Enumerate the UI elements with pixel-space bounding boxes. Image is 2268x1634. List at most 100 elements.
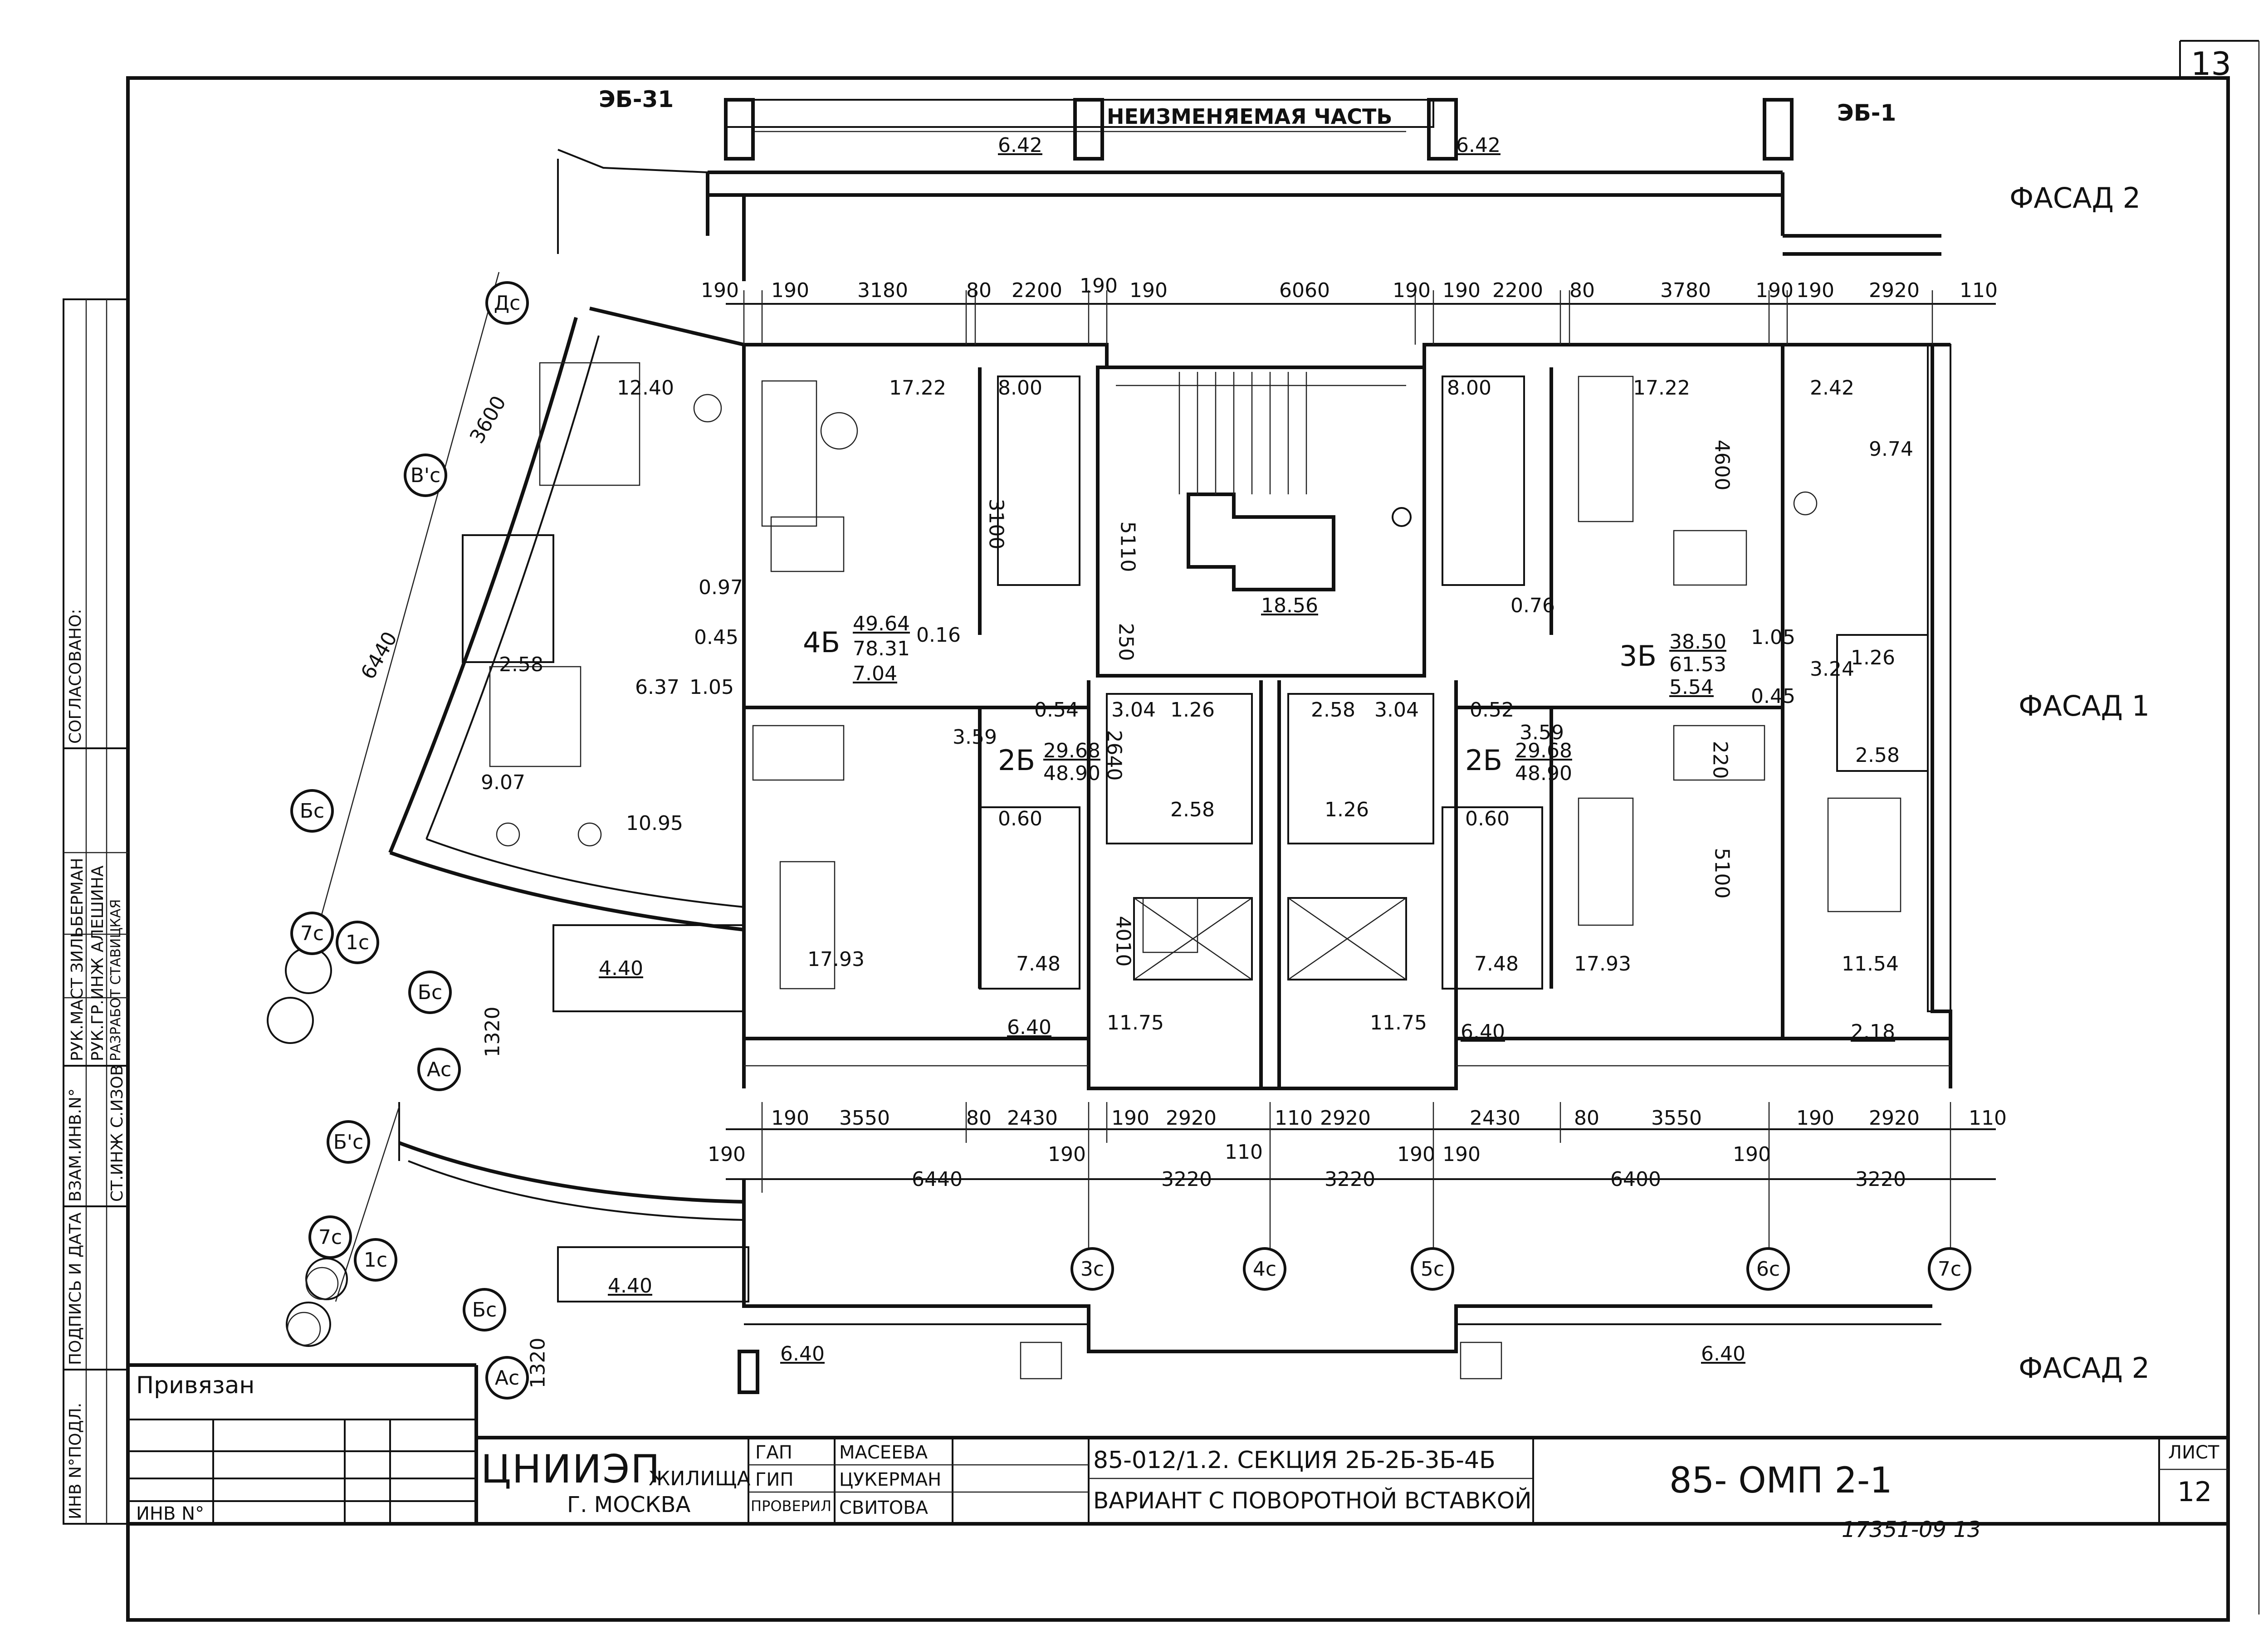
room-area: 0.45 xyxy=(694,626,738,649)
apartment-type: 3Б xyxy=(1619,639,1657,673)
fragment-right-label: ЭБ-1 xyxy=(1837,100,1897,126)
room-area: 2.18 xyxy=(1851,1020,1895,1044)
room-area: 6.40 xyxy=(1007,1016,1051,1039)
apartment-total-area: 61.53 xyxy=(1669,653,1726,676)
role-label: ПРОВЕРИЛ xyxy=(751,1497,832,1515)
room-area: 17.22 xyxy=(1633,376,1690,400)
axis-marker: Дс xyxy=(485,281,529,325)
dim-top: 190 xyxy=(771,279,809,302)
dim-top: 80 xyxy=(1569,279,1595,302)
axis-marker: Ас xyxy=(485,1356,529,1400)
apartment-extra-area: 7.04 xyxy=(853,662,897,685)
facade-1: ФАСАД 1 xyxy=(2019,689,2150,722)
axis-marker: Бс xyxy=(290,789,334,833)
room-area: 3.04 xyxy=(1374,698,1419,722)
dim-bottom: 2430 xyxy=(1007,1107,1058,1130)
apartment-living-area: 49.64 xyxy=(853,612,910,635)
apartment-total-area: 78.31 xyxy=(853,637,910,660)
person-name: СВИТОВА xyxy=(839,1497,929,1518)
room-area: 0.60 xyxy=(998,807,1042,830)
inv-no-label: ИНВ N° xyxy=(136,1503,205,1524)
room-area: 7.48 xyxy=(1016,952,1061,976)
axis-marker: 7с xyxy=(290,912,334,955)
axis-marker: Бс xyxy=(463,1288,506,1332)
dim-top: 110 xyxy=(1960,279,1998,302)
room-area: 17.22 xyxy=(889,376,946,400)
dim-bottom2: 190 xyxy=(1733,1143,1771,1166)
dim-4010: 4010 xyxy=(1111,916,1135,967)
dim-top: 190 xyxy=(1442,279,1481,302)
drawing-code: 85- ОМП 2-1 xyxy=(1669,1460,1892,1501)
room-area: 6.40 xyxy=(1461,1020,1505,1044)
room-area: 2.58 xyxy=(1855,744,1900,767)
org-sub: ЖИЛИЩА xyxy=(649,1467,751,1490)
dim-bottom2: 190 xyxy=(1048,1143,1086,1166)
room-area: 6.40 xyxy=(780,1342,825,1366)
side-approved: СОГЛАСОВАНО: xyxy=(66,609,85,744)
dim-top: 190 xyxy=(1080,274,1118,298)
dim-top: 3180 xyxy=(857,279,908,302)
dim-bottom2: 190 xyxy=(1397,1143,1435,1166)
org-city: Г. МОСКВА xyxy=(567,1492,691,1517)
dim-top: 3780 xyxy=(1660,279,1711,302)
room-area: 4.40 xyxy=(599,957,643,980)
dim-bottom2: 110 xyxy=(1225,1141,1263,1164)
dim-top: 2200 xyxy=(1492,279,1543,302)
room-area: 17.93 xyxy=(1574,952,1631,976)
fixed-part-label: НЕИЗМЕНЯЕМАЯ ЧАСТЬ xyxy=(1107,104,1393,129)
title-block-grid xyxy=(128,1363,2228,1526)
apartment-total-area: 48.90 xyxy=(1515,762,1572,785)
dim-bottom: 3550 xyxy=(1651,1107,1702,1130)
apartment-living-area: 29.68 xyxy=(1043,739,1100,762)
side-stamp-col: ВЗАМ.ИНВ.N° xyxy=(66,1088,85,1202)
dim-top: 80 xyxy=(966,279,992,302)
dim-top: 190 xyxy=(1393,279,1431,302)
room-area: 0.16 xyxy=(916,624,961,647)
axis-marker: В'с xyxy=(404,454,447,497)
room-area: 4.40 xyxy=(608,1274,652,1297)
side-stamp-row: РУК.МАСТ ЗИЛЬБЕРМАН xyxy=(68,858,87,1061)
room-area: 3.04 xyxy=(1111,698,1156,722)
dim-bottom2: 190 xyxy=(1442,1143,1481,1166)
dim-top: 2200 xyxy=(1012,279,1062,302)
axis-marker: Б'с xyxy=(327,1120,370,1164)
area-label: 6.42 xyxy=(998,134,1042,157)
room-area: 0.76 xyxy=(1510,594,1555,617)
facade-2-top: ФАСАД 2 xyxy=(2009,181,2141,215)
sheet-label: ЛИСТ xyxy=(2168,1442,2219,1463)
room-area: 8.00 xyxy=(1447,376,1491,400)
room-area: 3.24 xyxy=(1810,658,1854,681)
page-number: 13 xyxy=(2191,45,2232,83)
apartment-living-area: 29.68 xyxy=(1515,739,1572,762)
dim-bottom2: 190 xyxy=(708,1143,746,1166)
apartment-living-area: 38.50 xyxy=(1669,630,1726,654)
archive-number: 17351-09 13 xyxy=(1842,1517,1981,1542)
axis-marker: 6с xyxy=(1746,1247,1790,1291)
fixed-part-top xyxy=(557,98,1941,281)
axis-marker: 1с xyxy=(336,921,379,964)
dim-5110: 5110 xyxy=(1116,521,1139,572)
room-area: 7.48 xyxy=(1474,952,1519,976)
axis-marker: 4с xyxy=(1243,1247,1286,1291)
dim-top: 2920 xyxy=(1869,279,1920,302)
room-area: 11.75 xyxy=(1370,1011,1427,1034)
dim-bottom: 2920 xyxy=(1166,1107,1217,1130)
dim-bottom2: 6400 xyxy=(1610,1168,1661,1191)
role-label: ГИП xyxy=(755,1469,794,1490)
room-area: 3.59 xyxy=(1520,721,1564,744)
dim-bottom2: 3220 xyxy=(1325,1168,1375,1191)
dim-bottom: 190 xyxy=(1796,1107,1834,1130)
room-area: 11.54 xyxy=(1842,952,1899,976)
side-stamp-col: ПОДПИСЬ И ДАТА xyxy=(66,1212,85,1365)
room-area: 0.45 xyxy=(1751,685,1795,708)
dim-top: 190 xyxy=(1129,279,1168,302)
side-stamp-row: СТ.ИНЖ С.ИЗОВ xyxy=(108,1064,127,1202)
lower-fragment xyxy=(398,1102,1941,1394)
dim-top: 190 xyxy=(1755,279,1794,302)
room-area: 2.58 xyxy=(499,653,543,676)
role-label: ГАП xyxy=(755,1442,792,1463)
dim-bottom: 3550 xyxy=(839,1107,890,1130)
dim-top: 190 xyxy=(701,279,739,302)
room-area: 3.59 xyxy=(953,726,997,749)
room-area: 6.40 xyxy=(1701,1342,1745,1366)
